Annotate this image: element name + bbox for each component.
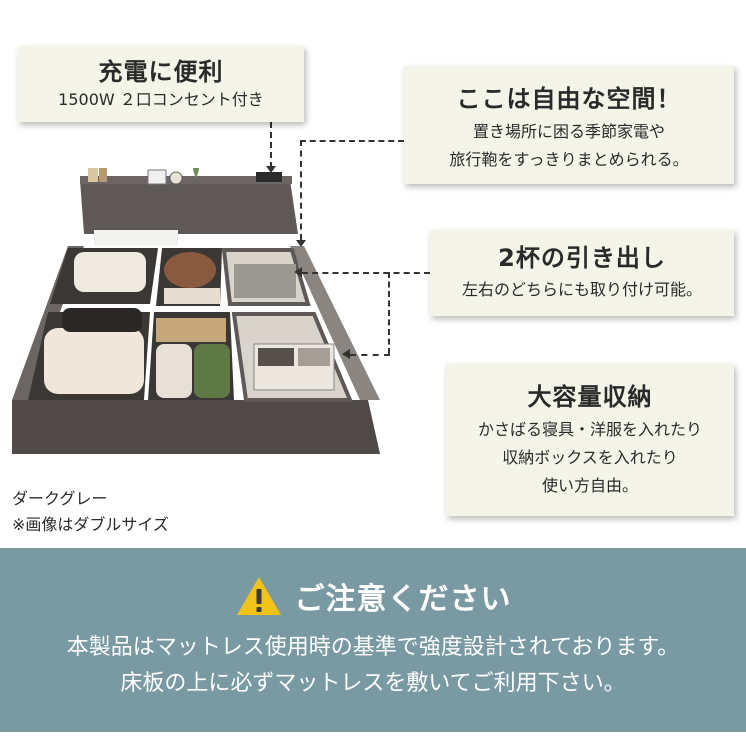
headboard: [80, 180, 298, 234]
connector-charging: [270, 122, 272, 168]
callout-charging-title: 充電に便利: [98, 58, 224, 86]
bed-illustration: [12, 168, 380, 454]
stored-item: [164, 288, 220, 304]
notice-title: ご注意ください: [294, 582, 512, 617]
warning-triangle-icon: [236, 577, 281, 615]
notice-line: 床板の上に必ずマットレスを敷いてご利用下さい。: [120, 671, 626, 696]
notice-line: 本製品はマットレス使用時の基準で強度設計されております。: [66, 635, 680, 660]
image-caption: ダークグレー ※画像はダブルサイズ: [12, 486, 169, 538]
connector-free-space-v: [300, 140, 302, 240]
clock: [169, 171, 183, 185]
headboard-shelf: [80, 176, 292, 184]
outlet-panel: [94, 230, 178, 246]
callout-drawers-body: 左右のどちらにも取り付け可能。: [461, 280, 702, 299]
stored-item: [298, 348, 330, 366]
notice-body: 本製品はマットレス使用時の基準で強度設計されております。 床板の上に必ずマットレ…: [0, 630, 746, 702]
bed-right-rail: [290, 246, 380, 400]
bed-side: [12, 400, 380, 454]
stored-item: [258, 348, 294, 366]
stored-item: [74, 252, 146, 292]
callout-free-space-line: 置き場所に困る季節家電や: [472, 122, 665, 141]
stored-item: [194, 344, 230, 398]
stored-item: [234, 264, 296, 298]
callout-charging: 充電に便利 1500W ２口コンセント付き: [18, 46, 304, 122]
notice-title-row: ご注意ください: [0, 572, 746, 620]
stored-item: [156, 344, 192, 398]
callout-storage: 大容量収納 かさばる寝具・洋服を入れたり 収納ボックスを入れたり 使い方自由。: [446, 364, 734, 516]
connector-drawers-h: [302, 272, 430, 274]
stored-item: [156, 318, 226, 342]
connector-drawers-h2: [350, 354, 390, 356]
photo-frame: [147, 169, 167, 185]
callout-free-space-line: 旅行鞄をすっきりまとめられる。: [449, 150, 689, 169]
size-note: ※画像はダブルサイズ: [12, 515, 169, 534]
callout-storage-line: 収納ボックスを入れたり: [502, 448, 678, 467]
callout-free-space-title: ここは自由な空間！: [456, 85, 682, 113]
connector-free-space-h: [300, 140, 404, 142]
plant: [193, 168, 199, 178]
callout-free-space: ここは自由な空間！ 置き場所に困る季節家電や 旅行鞄をすっきりまとめられる。: [404, 66, 734, 184]
box: [256, 172, 282, 182]
callout-drawers: 2杯の引き出し 左右のどちらにも取り付け可能。: [430, 230, 734, 316]
arrow-left-icon: [342, 349, 350, 359]
books: [99, 168, 107, 182]
callout-storage-line: 使い方自由。: [541, 476, 638, 495]
arrow-down-icon: [266, 166, 276, 173]
arrow-left-icon: [294, 267, 302, 277]
books: [88, 168, 98, 182]
callout-storage-line: かさばる寝具・洋服を入れたり: [477, 420, 702, 439]
callout-storage-title: 大容量収納: [527, 383, 653, 411]
callout-charging-body: 1500W ２口コンセント付き: [58, 90, 264, 109]
connector-drawers-v: [388, 272, 390, 354]
stored-item: [164, 252, 216, 288]
notice-banner: ご注意ください 本製品はマットレス使用時の基準で強度設計されております。 床板の…: [0, 548, 746, 732]
callout-drawers-title: 2杯の引き出し: [498, 244, 666, 272]
stored-item: [62, 308, 142, 332]
color-name: ダークグレー: [12, 489, 108, 508]
stored-item: [44, 328, 144, 394]
arrow-down-icon: [296, 240, 306, 247]
